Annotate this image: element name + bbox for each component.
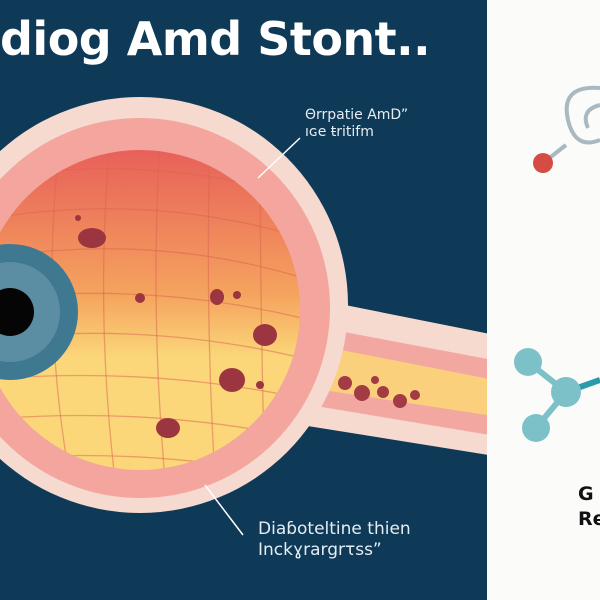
nerve-lesions — [338, 376, 420, 408]
side-label-1: G — [578, 483, 594, 505]
label-line: Diaɓoteltine thien — [258, 519, 411, 539]
pupil — [0, 288, 34, 336]
red-dot — [533, 153, 553, 173]
label-line: Θrrpatie AmD” — [305, 107, 409, 123]
label-top-right: Θrrpatie AmD” ıɢe ŧritifm — [305, 107, 408, 141]
spiral-icon — [541, 85, 600, 165]
molecule-icon — [514, 348, 600, 442]
label-line: Inckɣrargrτss” — [258, 540, 382, 560]
side-label-2: Re — [578, 508, 600, 530]
label-bottom: Diaɓoteltine thien Inckɣrargrτss” — [258, 519, 411, 561]
page-title: diog Amd Stont.. — [0, 12, 431, 66]
label-line: ıɢe ŧritifm — [305, 124, 374, 140]
retina-lesions — [75, 215, 277, 438]
